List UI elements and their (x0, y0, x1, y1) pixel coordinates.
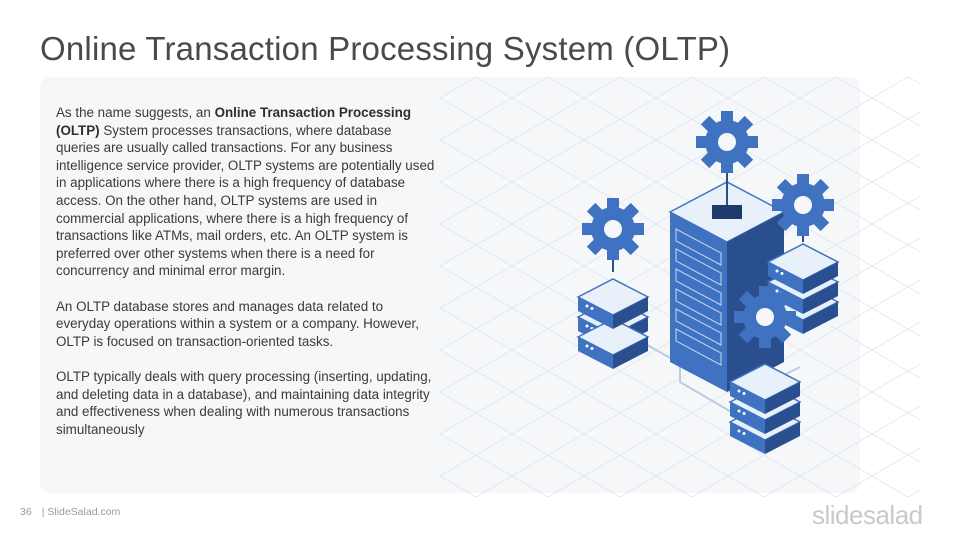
right-server-stack (767, 174, 839, 335)
slide-title: Online Transaction Processing System (OL… (40, 30, 731, 67)
paragraph-2: An OLTP database stores and manages data… (56, 298, 419, 349)
front-server-stack (729, 286, 801, 455)
servers-gears-illustration (440, 77, 920, 497)
left-server-stack (577, 198, 649, 370)
paragraph-1-intro: As the name suggests, an (56, 105, 215, 120)
footer-site: | SlideSalad.com (41, 506, 121, 518)
body-text: As the name suggests, an Online Transact… (56, 104, 436, 456)
slidesalad-logo: slidesalad (812, 500, 923, 530)
paragraph-1-bold: Online Transaction Processing (OLTP) (56, 105, 412, 138)
page-number: 36 (20, 506, 32, 518)
paragraph-1-rest: System processes transactions, where dat… (56, 122, 435, 279)
footer: 36 | SlideSalad.com (20, 506, 120, 518)
paragraph-1: As the name suggests, an Online Transact… (56, 104, 436, 280)
paragraph-3: OLTP typically deals with query processi… (56, 368, 432, 437)
